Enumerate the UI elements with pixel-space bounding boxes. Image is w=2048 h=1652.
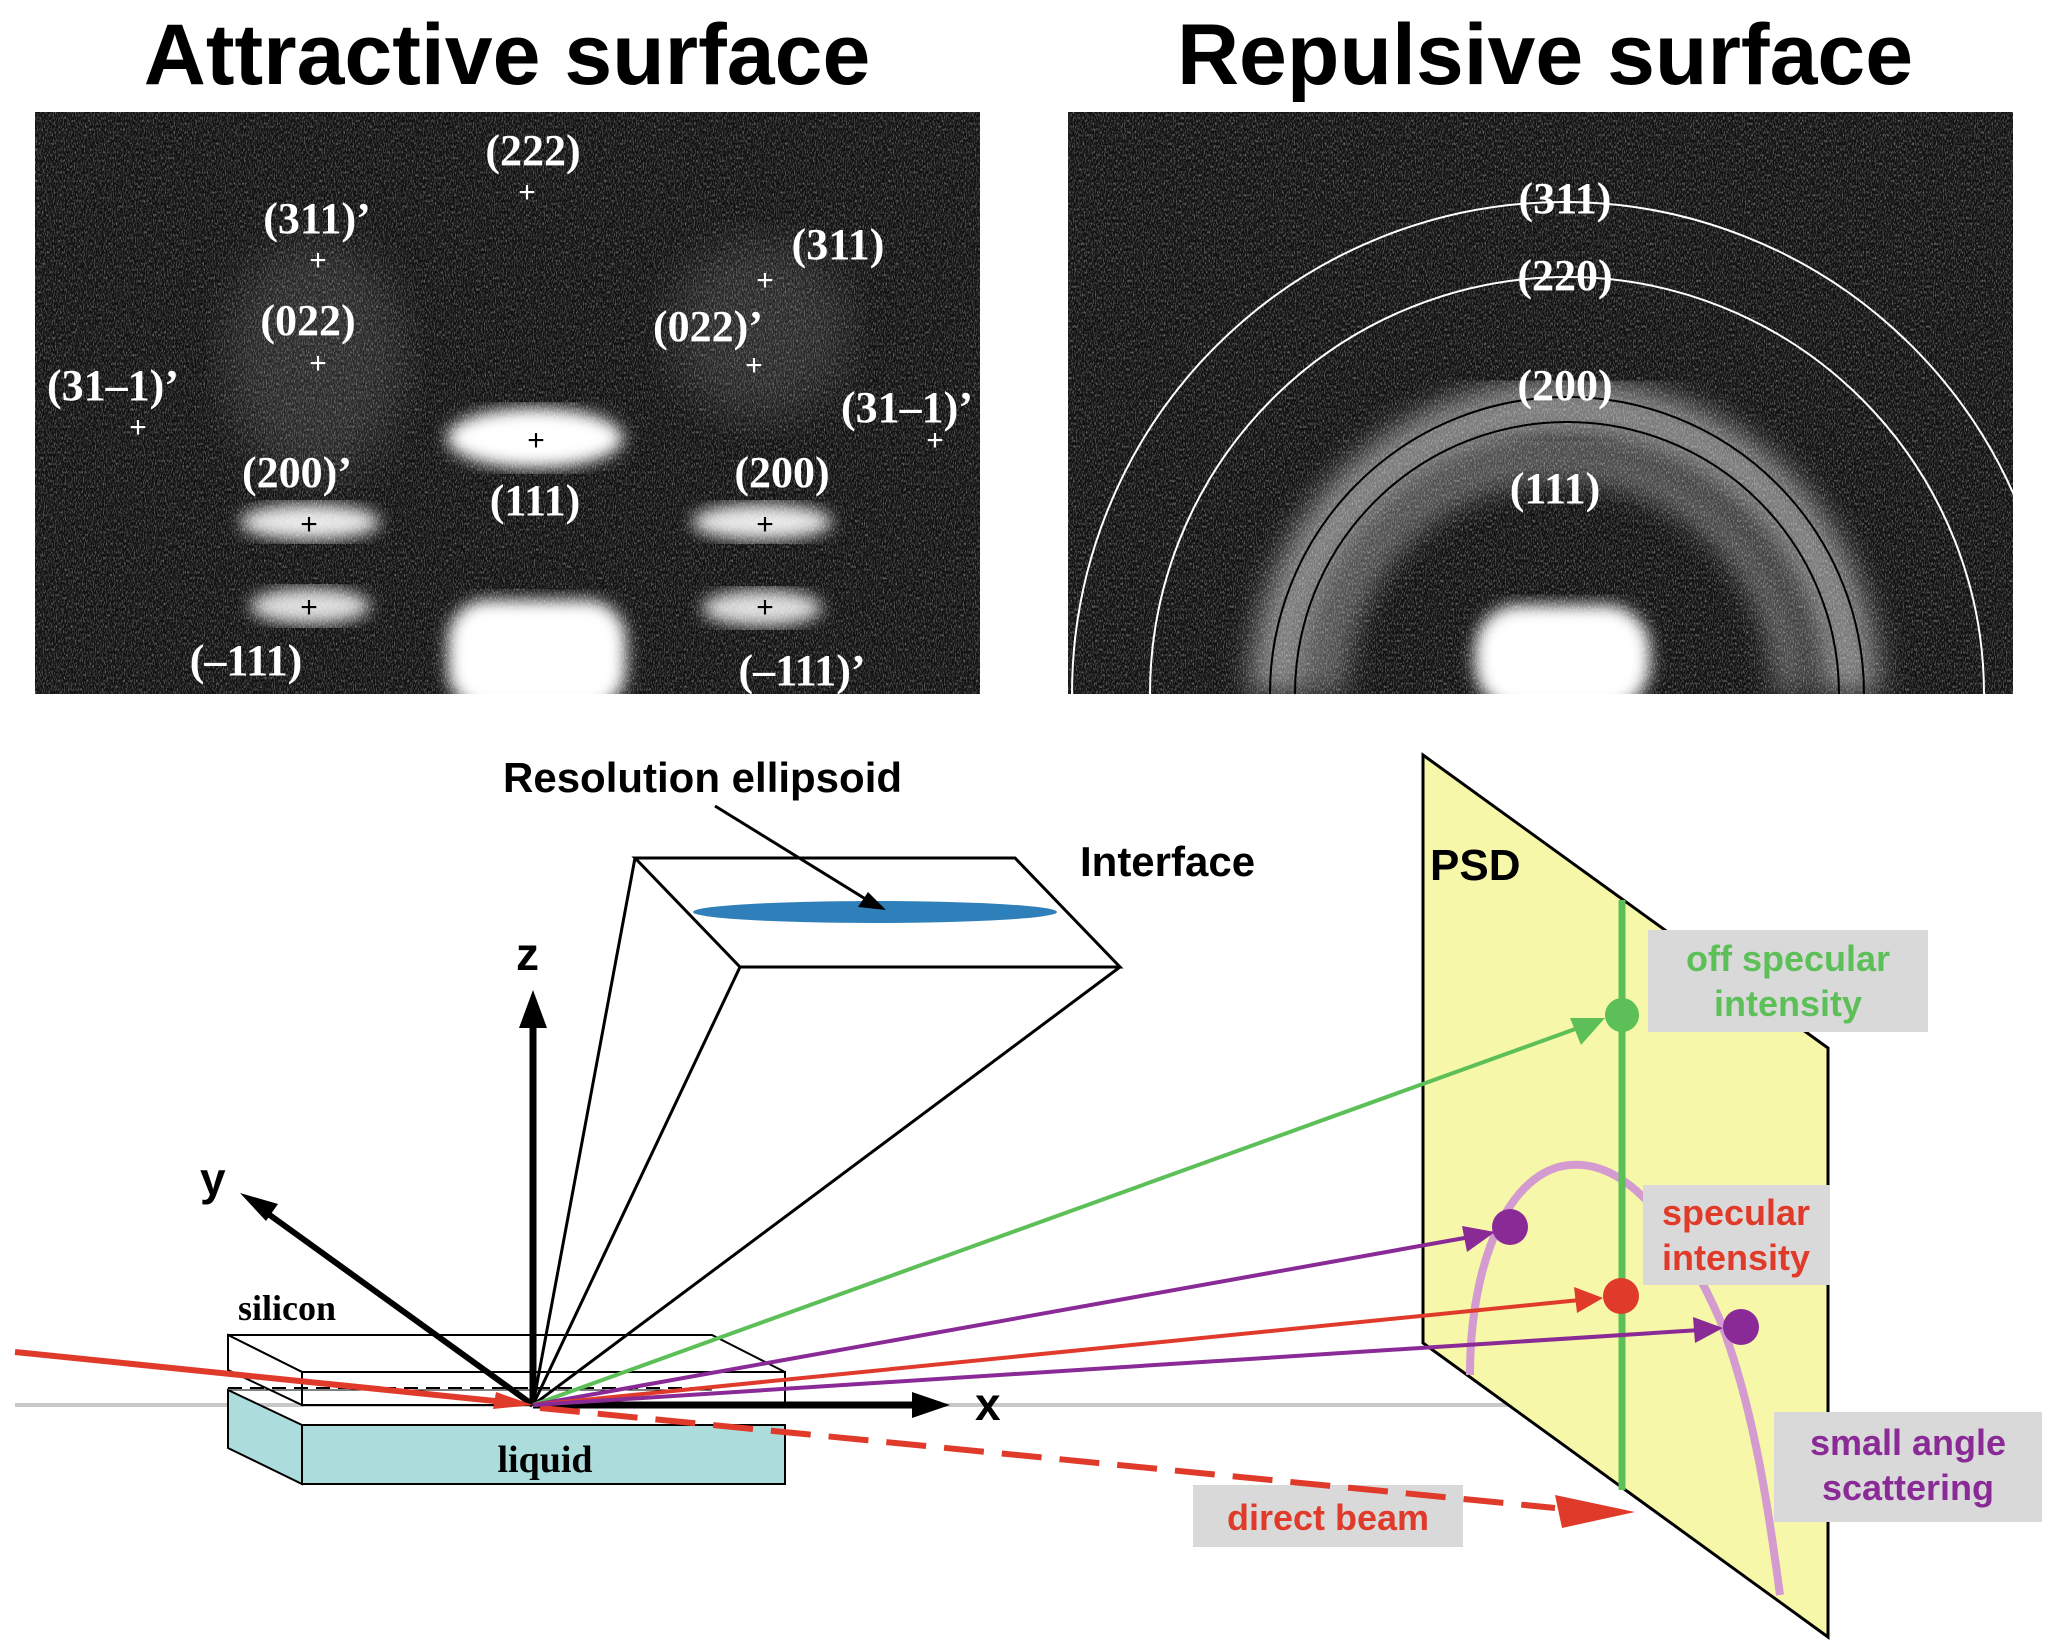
interface-label: Interface <box>1080 838 1255 885</box>
silicon-label: silicon <box>238 1288 336 1328</box>
svg-text:specular: specular <box>1662 1192 1810 1233</box>
title-attractive: Attractive surface <box>144 7 871 103</box>
axis-y-label: y <box>200 1153 226 1205</box>
ring-111 <box>1294 421 1840 694</box>
label-311: (311) <box>792 220 885 269</box>
label-r111: (111) <box>1510 464 1600 513</box>
label-200: (200) <box>734 448 829 497</box>
spot-200p <box>240 504 380 540</box>
cross-31m1p-right: + <box>926 424 944 457</box>
ring-220 <box>1149 276 1985 694</box>
cross-200p: + <box>300 508 318 541</box>
svg-text:off specular: off specular <box>1686 938 1890 979</box>
label-311p: (311)’ <box>263 194 371 243</box>
axis-z-label: z <box>516 928 539 980</box>
ring-311 <box>1071 201 2013 694</box>
label-022: (022) <box>260 296 355 345</box>
attractive-pattern-image <box>35 112 980 694</box>
label-31m1p-right: (31–1)’ <box>841 383 973 432</box>
small-angle-dot-upper <box>1492 1209 1528 1245</box>
off-specular-label: off specular intensity <box>1648 930 1928 1032</box>
repulsive-labels: (311) (220) (200) (111) <box>1510 174 1613 513</box>
ellipsoid-pointer <box>714 804 873 905</box>
small-angle-label: small angle scattering <box>1774 1412 2042 1522</box>
label-r311: (311) <box>1519 174 1612 223</box>
specular-beam <box>532 1298 1581 1407</box>
cross-31m1p-left: + <box>129 411 147 444</box>
cross-022p: + <box>745 349 763 382</box>
repulsive-pattern-image <box>1068 112 2013 694</box>
label-200p: (200)’ <box>242 448 352 497</box>
direct-beam-spot-b <box>1475 605 1650 694</box>
specular-dot <box>1603 1278 1639 1314</box>
cross-311p: + <box>309 244 327 277</box>
cross-022: + <box>309 347 327 380</box>
cross-200: + <box>756 508 774 541</box>
spot-200 <box>692 504 832 540</box>
label-r200: (200) <box>1517 361 1612 410</box>
small-angle-dot-lower <box>1723 1309 1759 1345</box>
svg-text:small angle: small angle <box>1810 1422 2006 1463</box>
svg-text:direct beam: direct beam <box>1227 1497 1429 1538</box>
cross-222: + <box>518 176 536 209</box>
label-31m1p-left: (31–1)’ <box>47 361 179 410</box>
label-222: (222) <box>485 126 580 175</box>
label-m111: (–111) <box>190 636 302 685</box>
axes <box>240 990 950 1418</box>
label-111: (111) <box>490 476 580 525</box>
spot-m111 <box>250 588 370 624</box>
ring-200 <box>1269 396 1865 694</box>
small-angle-beam-lower <box>532 1328 1701 1407</box>
beams <box>14 1018 1723 1528</box>
cross-111: + <box>527 424 545 457</box>
label-r220: (220) <box>1517 251 1612 300</box>
label-022p: (022)’ <box>653 302 763 351</box>
attractive-labels: (222) (311)’ (311) (022) (022)’ (31–1)’ … <box>47 126 973 695</box>
cross-311: + <box>756 264 774 297</box>
direct-beam-spot-a <box>448 600 626 694</box>
title-repulsive: Repulsive surface <box>1177 7 1913 103</box>
off-specular-beam <box>532 1026 1579 1407</box>
svg-text:intensity: intensity <box>1662 1237 1810 1278</box>
svg-text:scattering: scattering <box>1822 1467 1994 1508</box>
spot-111 <box>447 408 623 468</box>
axis-x-label: x <box>975 1378 1001 1430</box>
cross-m111: + <box>300 591 318 624</box>
psd-label: PSD <box>1430 841 1520 890</box>
incident-beam <box>14 1349 506 1405</box>
resolution-ellipsoid-label: Resolution ellipsoid <box>503 754 902 801</box>
off-specular-dot <box>1605 998 1639 1032</box>
resolution-pyramid <box>531 856 1124 1407</box>
ellipsoid-pointer-head <box>858 892 886 910</box>
spot-m111p <box>702 590 822 626</box>
small-angle-beam-upper <box>532 1235 1471 1407</box>
svg-text:intensity: intensity <box>1714 983 1862 1024</box>
direct-beam <box>539 1405 1556 1511</box>
liquid-label: liquid <box>497 1439 592 1481</box>
resolution-ellipsoid <box>693 901 1057 923</box>
specular-label: specular intensity <box>1643 1185 1830 1285</box>
cross-m111p: + <box>756 591 774 624</box>
label-m111p: (–111)’ <box>738 646 865 695</box>
